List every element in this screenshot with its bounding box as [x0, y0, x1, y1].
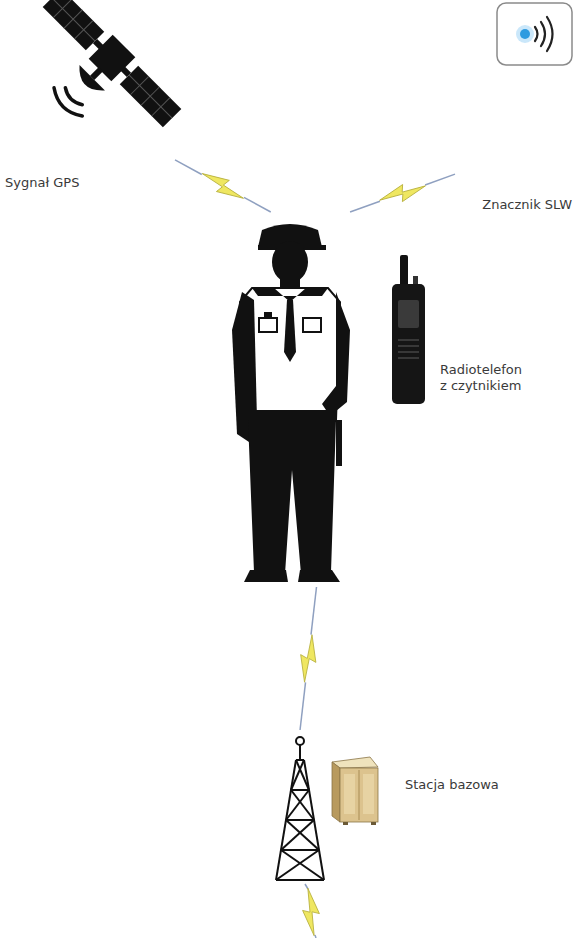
node-label: Sygnał GPS: [5, 175, 79, 191]
signal-line: [175, 160, 202, 175]
server-cabinet: [332, 757, 378, 825]
signal-connector: [175, 160, 271, 212]
signal-bolt: [299, 884, 323, 938]
signal-line: [350, 201, 380, 212]
lightning-bolt: [198, 167, 248, 204]
lightning-bolt-group: [198, 167, 248, 204]
guard-silhouette: [232, 224, 350, 582]
tag-group: Znacznik SLW: [455, 0, 574, 215]
lightning-bolt-group: [377, 177, 428, 208]
signal-line: [425, 174, 455, 185]
tag-icon: [497, 3, 572, 65]
tower-icon: [276, 737, 324, 880]
lightning-bolt: [298, 634, 319, 684]
signal-line: [311, 587, 316, 635]
node-label: Radiotelefon z czytnikiem: [440, 362, 532, 395]
guard-group: Radiotelefon z czytnikiem: [225, 212, 530, 587]
gps-group: Sygnał GPS: [0, 0, 175, 195]
lightning-bolt-group: [298, 634, 319, 684]
signal-connector: [298, 587, 319, 730]
signal-line: [300, 682, 305, 730]
node-label: Stacja bazowa: [405, 777, 499, 793]
signal-line: [244, 197, 271, 212]
lightning-bolt: [377, 177, 428, 208]
satellite-icon: [3, 0, 184, 167]
radio-icon: [392, 255, 425, 404]
signal-connector: [350, 174, 455, 212]
base-station-group: Stacja bazowa: [265, 730, 505, 890]
node-label: Znacznik SLW: [482, 197, 572, 213]
